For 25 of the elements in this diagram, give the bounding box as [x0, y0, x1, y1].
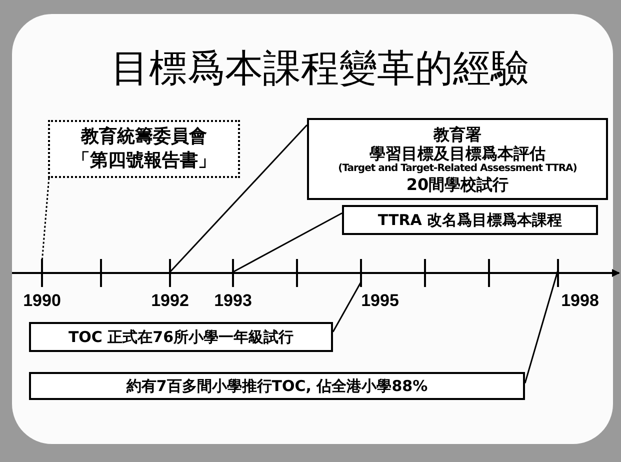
year-label: 1992	[150, 290, 190, 312]
title: 目標爲本課程變革的經驗	[110, 45, 530, 92]
event-text: 教育統籌委員會	[81, 125, 207, 149]
event-text: TOC 正式在76所小學一年級試行	[68, 327, 294, 347]
leader-line	[41, 178, 50, 262]
event-text: 教育署	[434, 124, 482, 144]
event-box	[48, 120, 240, 178]
year-label: 1995	[360, 290, 400, 312]
event-box	[307, 118, 608, 200]
leader-line	[169, 124, 308, 273]
leader-line	[232, 212, 342, 273]
leader-line	[524, 270, 559, 384]
event-text: 約有7百多間小學推行TOC, 佔全港小學88%	[126, 376, 428, 396]
year-label: 1993	[213, 290, 253, 312]
event-text: (Target and Target-Related Assessment TTRA)	[338, 162, 577, 174]
year-label: 1998	[560, 290, 600, 312]
event-text: 「第四號報告書」	[72, 149, 216, 173]
event-box	[342, 205, 598, 235]
event-box	[29, 322, 333, 352]
event-box	[29, 372, 525, 400]
year-label: 1990	[22, 290, 62, 312]
event-text: 20間學校試行	[406, 174, 509, 194]
event-text: TTRA 改名爲目標爲本課程	[378, 210, 562, 230]
event-text: 學習目標及目標爲本評估	[370, 144, 546, 162]
leader-line	[332, 282, 362, 332]
